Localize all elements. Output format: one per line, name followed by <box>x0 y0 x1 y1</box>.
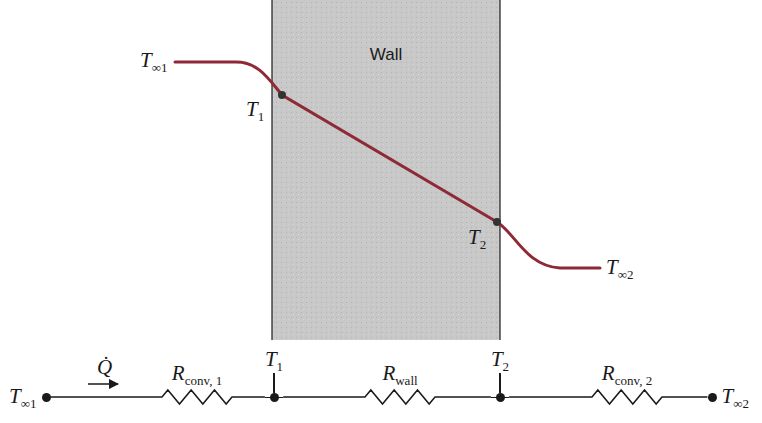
symbol-letter: T <box>606 255 618 279</box>
wall-texture <box>272 0 500 340</box>
ambient-node: T∞1 <box>9 385 50 410</box>
symbol-subscript: ∞2 <box>618 267 634 282</box>
symbol-subscript: conv, 1 <box>185 373 222 388</box>
ambient-node: T∞2 <box>708 385 749 410</box>
resistance-label: Rwall <box>382 362 417 387</box>
surface-node: T2 <box>491 348 509 402</box>
symbol-letter: T <box>9 384 21 408</box>
temperature-label: T∞2 <box>722 385 749 410</box>
temperature-label: T1 <box>265 348 283 373</box>
node-dot <box>42 393 51 402</box>
heat-flow-arrow <box>88 383 118 385</box>
node-dot <box>496 393 505 402</box>
temperature-label: T2 <box>491 348 509 373</box>
temperature-label: T1 <box>246 98 264 123</box>
symbol-letter: R <box>382 361 395 385</box>
symbol-subscript: ∞2 <box>733 395 749 410</box>
symbol-letter: T <box>468 225 480 249</box>
wall-boundary-line <box>499 0 500 340</box>
symbol-subscript: conv, 2 <box>615 373 652 388</box>
symbol-subscript: 2 <box>503 358 510 373</box>
node-junction <box>491 393 509 402</box>
node-tick <box>499 373 500 393</box>
temperature-label: T∞1 <box>140 49 167 74</box>
symbol-letter: T <box>722 384 734 408</box>
symbol-letter: R <box>602 361 615 385</box>
symbol-letter: T <box>140 48 152 72</box>
resistor-symbol <box>51 390 265 404</box>
node-dot <box>270 393 279 402</box>
resistance-label: Rconv, 2 <box>602 362 652 387</box>
temperature-profile <box>175 62 600 268</box>
resistance-label: Rconv, 1 <box>172 362 222 387</box>
wall-label: Wall <box>272 0 500 65</box>
heat-rate-label: Q̇ <box>97 356 112 379</box>
surface-point <box>493 218 501 226</box>
node-junction <box>265 393 283 402</box>
wall-fill <box>272 0 500 340</box>
node-tick <box>273 373 274 393</box>
temperature-label: T2 <box>468 226 486 251</box>
symbol-subscript: ∞1 <box>152 60 168 75</box>
symbol-letter: R <box>172 361 185 385</box>
symbol-subscript: wall <box>395 373 417 388</box>
node-dot <box>708 393 717 402</box>
temperature-label: T∞1 <box>9 385 36 410</box>
symbol-subscript: 1 <box>277 358 284 373</box>
wall-boundary-line <box>271 0 272 340</box>
symbol-letter: T <box>491 347 503 371</box>
temperature-label: T∞2 <box>606 256 633 281</box>
symbol-subscript: ∞1 <box>21 395 37 410</box>
symbol-subscript: 2 <box>480 237 487 252</box>
surface-point <box>278 91 286 99</box>
resistor-symbol <box>509 390 707 404</box>
surface-node: T1 <box>265 348 283 402</box>
wall-band: Wall <box>272 0 500 340</box>
symbol-letter: T <box>265 347 277 371</box>
symbol-letter: T <box>246 97 258 121</box>
wall-fill <box>272 0 500 340</box>
resistor-symbol <box>283 390 491 404</box>
symbol-subscript: 1 <box>258 109 265 124</box>
